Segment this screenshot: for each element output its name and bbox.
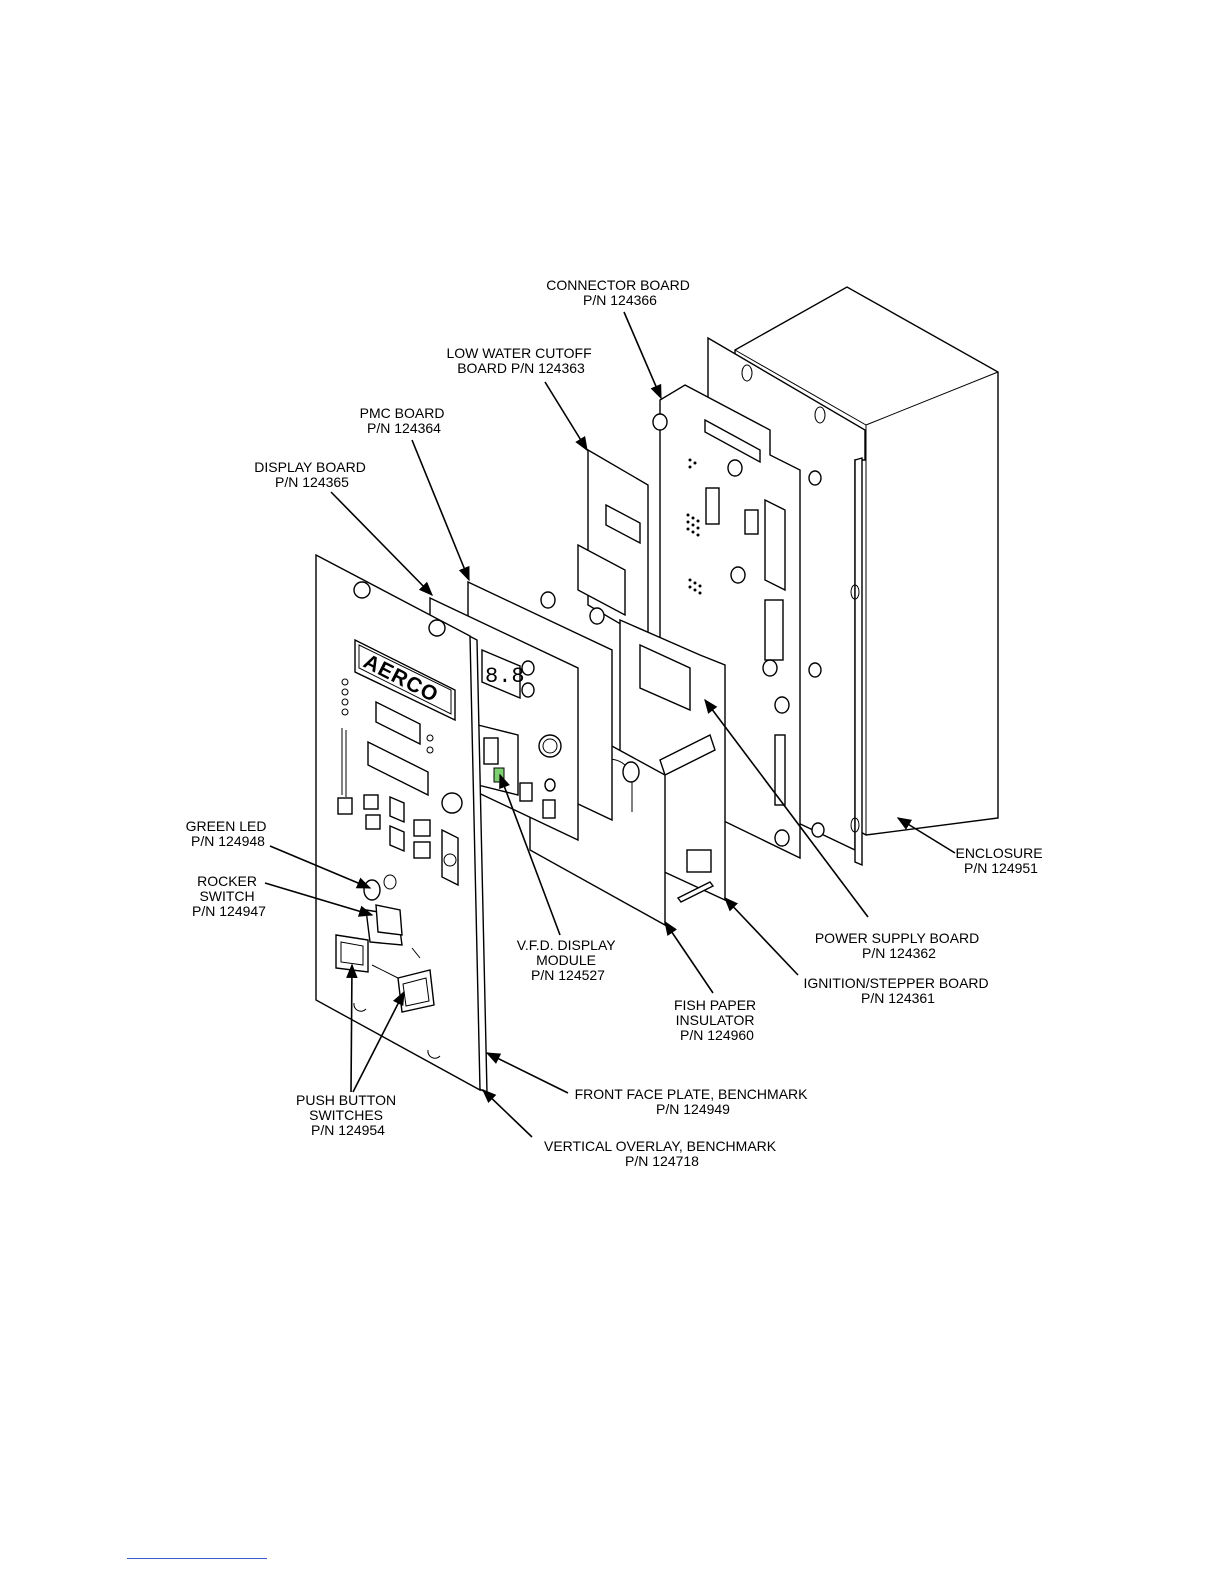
label-green-led: GREEN LED P/N 124948 [186,818,271,849]
svg-text:8.8: 8.8 [485,664,525,689]
label-connector-board: CONNECTOR BOARD P/N 124366 [546,277,694,308]
leader-lines [264,311,956,1138]
label-fish-paper-insulator: FISH PAPER INSULATOR P/N 124960 [674,997,760,1043]
callout-labels: CONNECTOR BOARD P/N 124366 LOW WATER CUT… [186,277,1046,1169]
label-ignition-stepper-board: IGNITION/STEPPER BOARD P/N 124361 [803,975,992,1006]
label-push-button-switches: PUSH BUTTON SWITCHES P/N 124954 [296,1092,400,1138]
label-enclosure: ENCLOSURE P/N 124951 [955,845,1046,876]
label-rocker-switch: ROCKER SWITCH P/N 124947 [192,873,266,919]
label-display-board: DISPLAY BOARD P/N 124365 [254,459,369,490]
footer-rule [127,1558,267,1559]
label-vfd-display-module: V.F.D. DISPLAY MODULE P/N 124527 [517,937,619,983]
label-pmc-board: PMC BOARD P/N 124364 [360,405,449,436]
label-front-face-plate: FRONT FACE PLATE, BENCHMARK P/N 124949 [575,1086,812,1117]
label-vertical-overlay: VERTICAL OVERLAY, BENCHMARK P/N 124718 [544,1138,780,1169]
vfd-display-module-drawing [477,724,519,796]
label-low-water-cutoff-board: LOW WATER CUTOFF BOARD P/N 124363 [446,345,595,376]
low-water-cutoff-board-drawing [577,448,649,642]
label-power-supply-board: POWER SUPPLY BOARD P/N 124362 [815,930,983,961]
